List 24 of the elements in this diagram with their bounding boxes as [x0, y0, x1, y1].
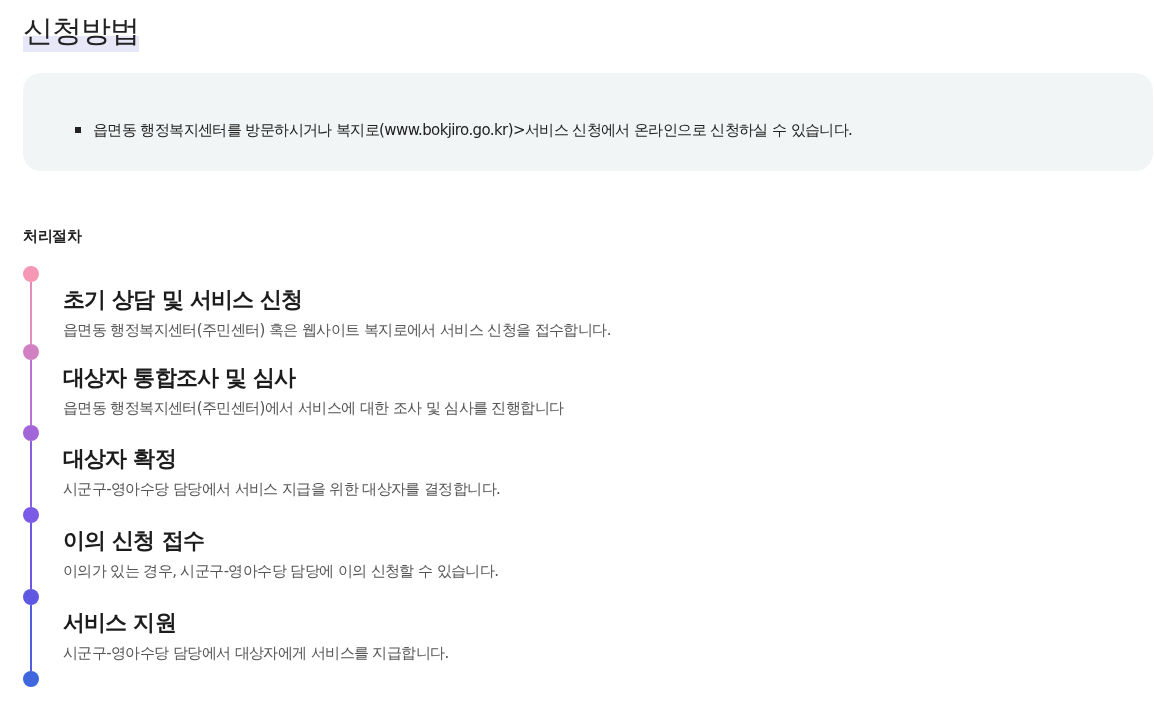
- timeline-dot: [23, 589, 39, 605]
- timeline-dot: [23, 671, 39, 687]
- timeline-dot: [23, 425, 39, 441]
- connector-line: [30, 440, 32, 508]
- timeline-dot: [23, 344, 39, 360]
- connector-line: [30, 359, 32, 426]
- connector-line: [30, 604, 32, 672]
- step-title: 대상자 확정: [63, 445, 176, 473]
- step-description: 시군구-영아수당 담당에서 서비스 지급을 위한 대상자를 결정합니다.: [63, 479, 501, 500]
- step-description: 읍면동 행정복지센터(주민센터) 혹은 웹사이트 복지로에서 서비스 신청을 접수합니다.: [63, 320, 611, 341]
- step-description: 시군구-영아수당 담당에서 대상자에게 서비스를 지급합니다.: [63, 643, 449, 664]
- timeline-dot: [23, 507, 39, 523]
- step-description: 읍면동 행정복지센터(주민센터)에서 서비스에 대한 조사 및 심사를 진행합니다: [63, 398, 564, 419]
- step-title: 대상자 통합조사 및 심사: [63, 364, 296, 392]
- step-title: 서비스 지원: [63, 609, 176, 637]
- connector-line: [30, 281, 32, 345]
- info-panel: [23, 73, 1153, 171]
- connector-line: [30, 522, 32, 590]
- info-text: 읍면동 행정복지센터를 방문하시거나 복지로(www.bokjiro.go.kr)>서비스 신청에서 온라인으로 신청하실 수 있습니다.: [93, 120, 853, 141]
- timeline-dot: [23, 266, 39, 282]
- step-description: 이의가 있는 경우, 시군구-영아수당 담당에 이의 신청할 수 있습니다.: [63, 561, 499, 582]
- step-title: 초기 상담 및 서비스 신청: [63, 286, 303, 314]
- section-heading: 처리절차: [23, 226, 81, 247]
- step-title: 이의 신청 접수: [63, 527, 204, 555]
